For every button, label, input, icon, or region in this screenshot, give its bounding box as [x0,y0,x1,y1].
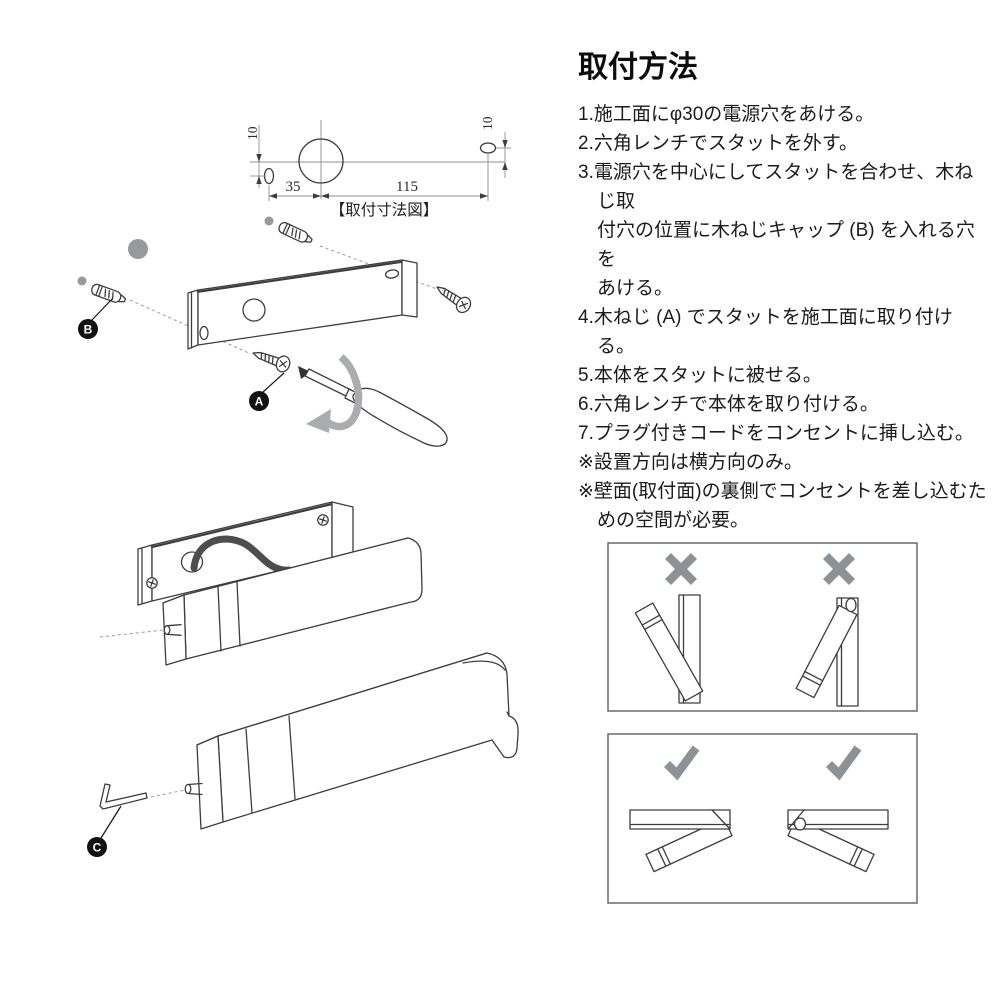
check-mark-icon [825,745,862,781]
check-mark-icon [663,745,700,781]
dim-span-right: 115 [396,179,418,195]
part-label-c: C [87,805,122,857]
dim-span-left: 35 [286,179,301,195]
svg-text:C: C [93,841,102,855]
fixture-vertical-wrong [634,602,704,702]
wood-screw-icon [249,344,293,375]
instruction-step-7: 7.プラグ付きコードをコンセントに挿し込む。 [578,423,974,444]
fixture-body [184,652,519,830]
fixture-hexwrench-diagram: C [87,652,519,857]
x-mark-icon [822,552,856,586]
mounted-bracket [137,501,354,606]
part-label-a: A [249,372,285,411]
instruction-step-1: 1.施工面にφ30の電源穴をあける。 [578,104,875,125]
bracket-cord-diagram [99,501,423,666]
screw-cap-small-icon [264,216,274,226]
rotation-arrow-icon [323,354,363,431]
screw-cap-icon [128,239,148,259]
instruction-step-6: 6.六角レンチで本体を取り付ける。 [578,394,879,415]
power-cord [190,535,293,574]
hex-wrench-icon [99,783,148,810]
orientation-incorrect-panel [607,542,918,712]
fixing-stud [184,782,203,796]
wood-screw-icon [431,279,475,316]
screwdriver-icon [298,354,448,447]
power-hole-outline [298,138,344,184]
instruction-list: 1.施工面にφ30の電源穴をあける。 2.六角レンチでスタットを外す。 3.電源… [578,100,990,535]
dimension-diagram: 10 10 35 115 【取付寸法図】 [245,116,511,219]
instruction-step-3: 3.電源穴を中心にしてスタットを合わせ、木ねじ取 付穴の位置に木ねじキャップ (… [578,162,975,299]
fixing-stud [163,624,182,636]
fixture-inner-body [99,537,423,666]
instruction-note-2: ※壁面(取付面)の裏側でコンセントを差し込むた めの空間が必要。 [578,481,987,531]
orientation-correct-panel [607,733,918,904]
x-mark-icon [664,552,698,586]
exploded-mounting-diagram: B A [77,216,475,447]
page-title: 取付方法 [578,51,698,84]
dimension-diagram-caption: 【取付寸法図】 [330,201,439,219]
bracket-power-hole [242,298,266,322]
right-screw-slot [479,142,497,154]
wall-anchor-icon [276,220,315,247]
svg-text:B: B [84,323,93,337]
instruction-step-4: 4.木ねじ (A) でスタットを施工面に取り付ける。 [578,307,953,357]
instruction-step-2: 2.六角レンチでスタットを外す。 [578,133,858,154]
instruction-step-5: 5.本体をスタットに被せる。 [578,365,822,386]
mounting-bracket [187,259,418,350]
dim-right-offset: 10 [480,116,495,130]
dim-left-offset: 10 [245,126,260,140]
svg-text:A: A [255,395,264,409]
screw-cap-small-icon [77,276,87,286]
part-label-b: B [78,298,113,339]
instruction-note-1: ※設置方向は横方向のみ。 [578,452,803,473]
